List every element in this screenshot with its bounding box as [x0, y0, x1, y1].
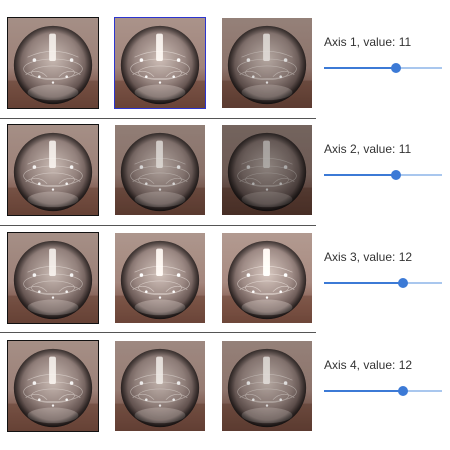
row-divider	[0, 118, 316, 119]
glass-sphere-icon	[8, 341, 98, 431]
axis-slider[interactable]	[324, 276, 442, 290]
base-material-thumbnail[interactable]	[7, 124, 99, 216]
glass-sphere-icon	[222, 341, 312, 431]
glass-sphere-icon	[115, 125, 205, 215]
slider-fill	[324, 390, 403, 392]
row-divider	[0, 225, 316, 226]
glass-sphere-icon	[8, 125, 98, 215]
axis-slider[interactable]	[324, 61, 442, 75]
base-material-thumbnail[interactable]	[7, 232, 99, 324]
variant-material-thumbnail[interactable]	[114, 124, 206, 216]
glass-sphere-icon	[115, 341, 205, 431]
variant-material-thumbnail[interactable]	[221, 232, 313, 324]
slider-thumb[interactable]	[398, 386, 408, 396]
axis-slider[interactable]	[324, 384, 442, 398]
glass-sphere-icon	[115, 233, 205, 323]
axis-value-label: Axis 1, value: 11	[324, 35, 412, 49]
axis-value-label: Axis 3, value: 12	[324, 250, 413, 264]
variant-material-thumbnail[interactable]	[114, 232, 206, 324]
glass-sphere-icon	[8, 233, 98, 323]
axis-slider[interactable]	[324, 168, 442, 182]
base-material-thumbnail[interactable]	[7, 340, 99, 432]
axis-row-3: Axis 3, value: 12	[0, 232, 450, 336]
row-divider	[0, 332, 316, 333]
glass-sphere-icon	[222, 18, 312, 108]
variant-material-thumbnail[interactable]	[221, 17, 313, 109]
glass-sphere-icon	[222, 233, 312, 323]
slider-thumb[interactable]	[398, 278, 408, 288]
variant-material-thumbnail[interactable]	[221, 124, 313, 216]
base-material-thumbnail[interactable]	[7, 17, 99, 109]
axis-row-2: Axis 2, value: 11	[0, 124, 450, 228]
axis-value-label: Axis 4, value: 12	[324, 358, 413, 372]
axis-row-4: Axis 4, value: 12	[0, 340, 450, 444]
slider-fill	[324, 67, 396, 69]
axis-row-1: Axis 1, value: 11	[0, 17, 450, 121]
axis-value-label: Axis 2, value: 11	[324, 142, 412, 156]
glass-sphere-icon	[8, 18, 98, 108]
variant-material-thumbnail[interactable]	[114, 340, 206, 432]
slider-thumb[interactable]	[391, 170, 401, 180]
slider-fill	[324, 174, 396, 176]
variant-material-thumbnail[interactable]	[114, 17, 206, 109]
slider-fill	[324, 282, 403, 284]
glass-sphere-icon	[222, 125, 312, 215]
variant-material-thumbnail[interactable]	[221, 340, 313, 432]
slider-thumb[interactable]	[391, 63, 401, 73]
glass-sphere-icon	[115, 18, 205, 108]
